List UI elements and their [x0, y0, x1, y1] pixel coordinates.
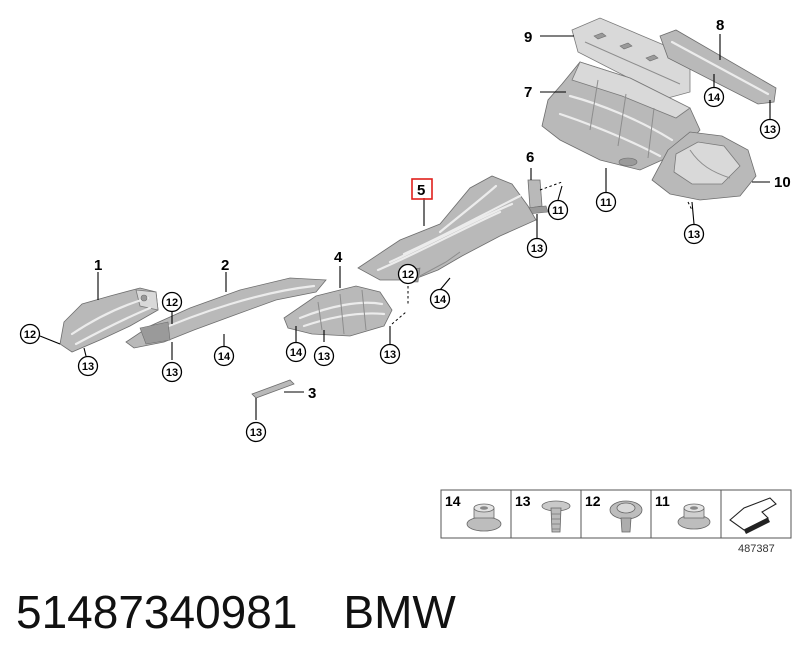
legend-item-14: 14 — [440, 489, 512, 539]
hex-nut-icon — [677, 503, 711, 530]
part-1-heat-shield — [59, 287, 159, 353]
legend-reference-number: 487387 — [738, 543, 775, 555]
parts-diagram: 9 8 7 6 10 5 4 2 1 3 14 13 11 13 11 13 1… — [19, 17, 792, 555]
svg-text:13: 13 — [764, 124, 776, 136]
svg-text:13: 13 — [318, 351, 330, 363]
flange-nut-icon — [466, 503, 502, 532]
svg-text:14: 14 — [218, 351, 231, 363]
callout-12: 12 — [19, 323, 41, 345]
legend-item-12: 12 — [580, 489, 652, 539]
svg-text:13: 13 — [82, 361, 94, 373]
callout-14: 14 — [213, 345, 235, 367]
part-9-heat-shield — [571, 17, 691, 99]
callout-13: 13 — [313, 345, 335, 367]
svg-text:13: 13 — [250, 427, 262, 439]
svg-text:12: 12 — [402, 269, 414, 281]
part-number-labels: 9 8 7 6 10 5 4 2 1 3 — [94, 17, 791, 402]
callout-13: 13 — [245, 421, 267, 443]
svg-text:14: 14 — [434, 294, 447, 306]
part-10-heat-shield — [651, 131, 757, 201]
callout-11: 11 — [595, 191, 617, 213]
label-8: 8 — [716, 17, 724, 34]
callout-11: 11 — [547, 199, 569, 221]
svg-text:11: 11 — [655, 493, 670, 509]
label-5: 5 — [417, 182, 425, 199]
legend-item-direction — [720, 489, 792, 539]
part-2-heat-shield — [125, 277, 327, 349]
svg-text:14: 14 — [708, 92, 721, 104]
part-number-text: 51487340981 — [16, 586, 298, 638]
label-9: 9 — [524, 29, 532, 46]
legend-item-13: 13 — [510, 489, 582, 539]
callout-13: 13 — [161, 361, 183, 383]
part-5-heat-shield — [357, 175, 537, 283]
label-1: 1 — [94, 257, 102, 274]
part-7-heat-shield — [541, 61, 701, 171]
fastener-legend: 14 13 12 — [440, 489, 792, 555]
callout-13: 13 — [379, 343, 401, 365]
svg-text:13: 13 — [531, 243, 543, 255]
callout-13: 13 — [759, 118, 781, 140]
svg-text:13: 13 — [688, 229, 700, 241]
callout-14: 14 — [703, 86, 725, 108]
part-8-heat-shield — [659, 29, 777, 105]
callout-12: 12 — [397, 263, 419, 285]
svg-text:13: 13 — [515, 493, 531, 509]
callout-14: 14 — [429, 288, 451, 310]
svg-text:12: 12 — [24, 329, 36, 341]
part-6-bracket — [525, 179, 549, 215]
label-4: 4 — [334, 249, 343, 266]
svg-text:14: 14 — [445, 493, 461, 509]
callout-14: 14 — [285, 341, 307, 363]
callout-12: 12 — [161, 291, 183, 313]
expanding-rivet-icon — [609, 500, 643, 533]
svg-text:13: 13 — [384, 349, 396, 361]
part-caption: 51487340981 BMW — [16, 585, 456, 655]
svg-text:11: 11 — [600, 197, 612, 209]
svg-text:11: 11 — [552, 205, 564, 217]
direction-arrow-icon — [729, 497, 777, 534]
part-3-strip — [251, 379, 295, 399]
callout-13: 13 — [683, 223, 705, 245]
label-6: 6 — [526, 149, 534, 166]
label-3: 3 — [308, 385, 316, 402]
label-10: 10 — [774, 174, 791, 191]
callout-13: 13 — [77, 355, 99, 377]
label-7: 7 — [524, 84, 532, 101]
part-5-highlight — [411, 178, 433, 200]
callout-13: 13 — [526, 237, 548, 259]
label-2: 2 — [221, 257, 229, 274]
part-4-heat-shield — [283, 285, 393, 337]
legend-item-11: 11 — [650, 489, 722, 539]
brand-text: BMW — [343, 586, 456, 638]
svg-text:12: 12 — [166, 297, 178, 309]
svg-text:12: 12 — [585, 493, 601, 509]
circled-callouts: 14 13 11 13 11 13 12 14 13 14 13 14 12 1… — [19, 86, 781, 443]
svg-text:13: 13 — [166, 367, 178, 379]
svg-text:14: 14 — [290, 347, 303, 359]
screw-stud-icon — [541, 500, 571, 533]
